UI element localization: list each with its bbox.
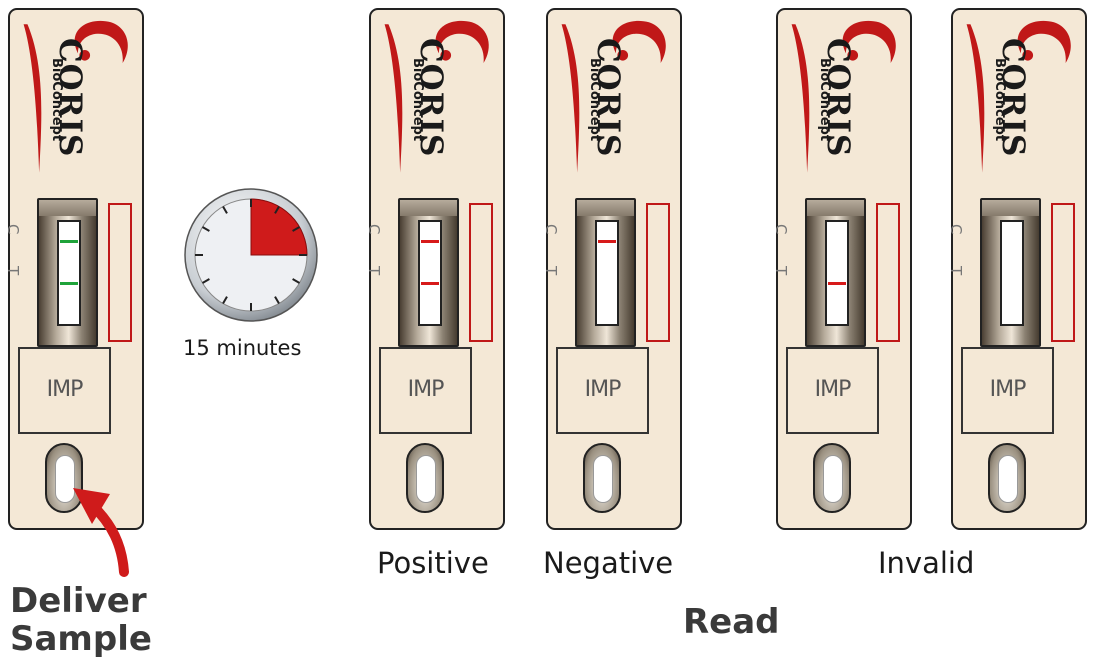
marking-box xyxy=(876,203,900,342)
sample-well xyxy=(813,443,851,513)
control-label: C xyxy=(947,224,965,235)
control-label: C xyxy=(365,224,383,235)
sample-well xyxy=(406,443,444,513)
imp-label: IMP xyxy=(989,377,1027,402)
test-label: T xyxy=(772,266,790,276)
imp-pad: IMP xyxy=(556,347,649,434)
brand-subtitle: BioConcept xyxy=(587,58,602,142)
test-strip xyxy=(418,220,442,326)
sample-well xyxy=(988,443,1026,513)
deliver-line-1: Deliver xyxy=(10,581,147,621)
window-bevel xyxy=(577,200,634,216)
cassette-positive: CORIS BioConcept C T IMP xyxy=(365,8,505,530)
sample-well-opening xyxy=(55,455,75,503)
timer-tick xyxy=(222,296,228,305)
read-label: Read xyxy=(683,602,780,642)
result-window xyxy=(805,198,866,347)
deliver-sample-label: Deliver Sample xyxy=(10,582,152,659)
window-bevel xyxy=(982,200,1039,216)
control-label: C xyxy=(542,224,560,235)
test-strip xyxy=(595,220,619,326)
timer-tick xyxy=(274,205,280,214)
window-bevel xyxy=(807,200,864,216)
imp-pad: IMP xyxy=(961,347,1054,434)
coris-logo: CORIS BioConcept xyxy=(10,10,142,185)
result-window xyxy=(980,198,1041,347)
window-bevel xyxy=(39,200,96,216)
marking-box xyxy=(646,203,670,342)
timer-tick xyxy=(292,278,301,284)
imp-label: IMP xyxy=(46,377,84,402)
test-band xyxy=(60,282,78,285)
test-label: T xyxy=(542,266,560,276)
caption-invalid: Invalid xyxy=(878,546,975,580)
timer-label: 15 minutes xyxy=(183,336,302,360)
test-band xyxy=(421,282,439,285)
cassette-invalid-1: CORIS BioConcept C T IMP xyxy=(772,8,912,530)
cassette-negative: CORIS BioConcept C T IMP xyxy=(542,8,682,530)
coris-logo: CORIS BioConcept xyxy=(548,10,680,185)
coris-logo: CORIS BioConcept xyxy=(778,10,910,185)
result-window xyxy=(398,198,459,347)
brand-subtitle: BioConcept xyxy=(817,58,832,142)
sample-well-opening xyxy=(416,455,436,503)
test-label: T xyxy=(4,266,22,276)
caption-positive: Positive xyxy=(377,546,489,580)
logo-swirl-icon xyxy=(561,20,666,173)
marking-box xyxy=(469,203,493,342)
timer-tick xyxy=(201,226,210,232)
coris-logo: CORIS BioConcept xyxy=(953,10,1085,185)
test-label: T xyxy=(365,266,383,276)
timer xyxy=(182,186,320,324)
sample-well-opening xyxy=(998,455,1018,503)
deliver-line-2: Sample xyxy=(10,619,152,660)
brand-subtitle: BioConcept xyxy=(410,58,425,142)
imp-pad: IMP xyxy=(18,347,111,434)
sample-well-opening xyxy=(823,455,843,503)
test-strip xyxy=(57,220,81,326)
cassette-invalid-2: CORIS BioConcept C T IMP xyxy=(947,8,1087,530)
control-band xyxy=(598,240,616,243)
logo-swirl-icon xyxy=(791,20,896,173)
imp-label: IMP xyxy=(814,377,852,402)
sample-well-opening xyxy=(593,455,613,503)
imp-pad: IMP xyxy=(379,347,472,434)
timer-elapsed-sector xyxy=(250,198,308,256)
marking-box xyxy=(1051,203,1075,342)
result-window xyxy=(575,198,636,347)
test-strip xyxy=(1000,220,1024,326)
control-band xyxy=(60,240,78,243)
sample-well xyxy=(45,443,83,513)
test-band xyxy=(828,282,846,285)
imp-label: IMP xyxy=(584,377,622,402)
timer-tick xyxy=(201,278,210,284)
timer-icon xyxy=(184,188,318,322)
result-window xyxy=(37,198,98,347)
cassette-sample: CORIS BioConcept C T IMP xyxy=(4,8,144,530)
timer-tick xyxy=(222,205,228,214)
timer-tick xyxy=(292,226,301,232)
imp-label: IMP xyxy=(407,377,445,402)
logo-swirl-icon xyxy=(966,20,1071,173)
test-strip xyxy=(825,220,849,326)
control-label: C xyxy=(4,224,22,235)
brand-subtitle: BioConcept xyxy=(49,58,64,142)
timer-tick xyxy=(274,296,280,305)
window-bevel xyxy=(400,200,457,216)
control-label: C xyxy=(772,224,790,235)
caption-negative: Negative xyxy=(543,546,674,580)
logo-swirl-icon xyxy=(23,20,128,173)
control-band xyxy=(421,240,439,243)
sample-well xyxy=(583,443,621,513)
test-label: T xyxy=(947,266,965,276)
brand-subtitle: BioConcept xyxy=(992,58,1007,142)
imp-pad: IMP xyxy=(786,347,879,434)
marking-box xyxy=(108,203,132,342)
logo-swirl-icon xyxy=(384,20,489,173)
coris-logo: CORIS BioConcept xyxy=(371,10,503,185)
